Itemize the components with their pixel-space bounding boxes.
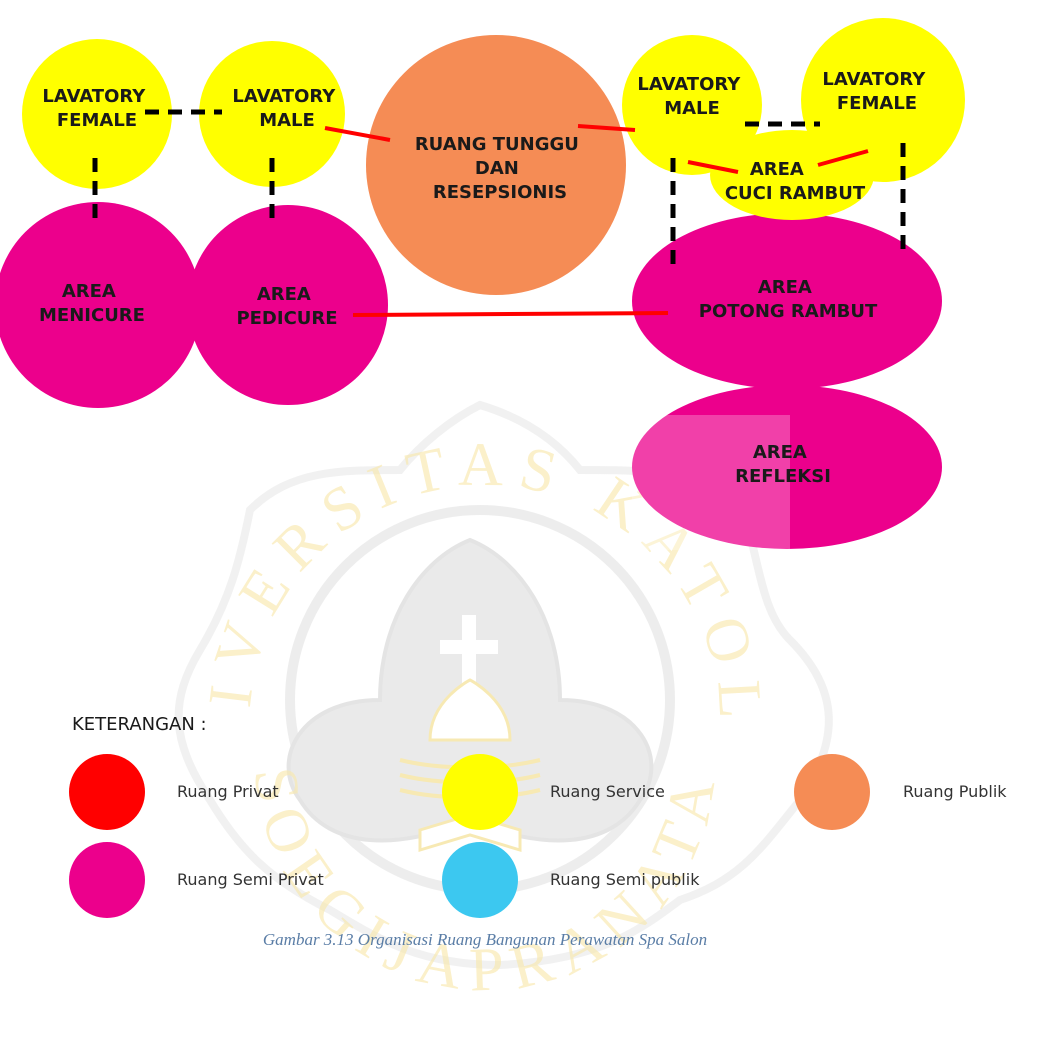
- lavatory-female-right-label: LAVATORY FEMALE: [822, 69, 931, 114]
- area-pedicure-bubble: [188, 205, 388, 405]
- area-menicure-bubble: [0, 202, 201, 408]
- area-refleksi-bubble: [632, 385, 942, 549]
- lavatory-male-right-bubble: [622, 35, 762, 175]
- legend-swatch-public: [794, 754, 870, 830]
- legend-swatch-semi-private: [69, 842, 145, 918]
- lavatory-male-right-label: LAVATORY MALE: [637, 74, 746, 119]
- legend-label-semi-private: Ruang Semi Privat: [177, 870, 324, 889]
- lavatory-female-left-bubble: [22, 39, 172, 189]
- relationship-lines: [92, 109, 906, 317]
- lavatory-female-right-bubble: [801, 18, 965, 182]
- menicure-label: AREA MENICURE: [39, 281, 145, 326]
- ruang-tunggu-label: RUANG TUNGGU DAN RESEPSIONIS: [415, 134, 585, 203]
- legend-swatch-service: [442, 754, 518, 830]
- solid-link-lavatory-male-right-cuci-rambut: [687, 160, 739, 174]
- potong-rambut-label: AREA POTONG RAMBUT: [699, 277, 878, 322]
- legend: KETERANGAN : Ruang Privat Ruang Service …: [69, 714, 1007, 918]
- legend-label-service: Ruang Service: [550, 782, 665, 801]
- solid-link-ruang-tunggu-lavatory-male-right: [577, 124, 636, 132]
- room-nodes: [0, 18, 965, 550]
- lavatory-male-left-label: LAVATORY MALE: [232, 86, 341, 131]
- lavatory-female-left-label: LAVATORY FEMALE: [42, 86, 151, 131]
- legend-title: KETERANGAN :: [72, 714, 207, 735]
- refleksi-overlay: [632, 415, 790, 550]
- legend-label-semi-public: Ruang Semi publik: [550, 870, 700, 889]
- solid-link-lavatory-female-right-cuci-rambut: [817, 149, 869, 167]
- legend-swatch-private: [69, 754, 145, 830]
- cuci-rambut-label: AREA CUCI RAMBUT: [725, 159, 866, 204]
- area-potong-rambut-bubble: [632, 213, 942, 389]
- legend-label-private: Ruang Privat: [177, 782, 279, 801]
- ruang-tunggu-bubble: [366, 35, 626, 295]
- figure-caption: Gambar 3.13 Organisasi Ruang Bangunan Pe…: [263, 930, 707, 949]
- room-labels: LAVATORY FEMALE LAVATORY MALE RUANG TUNG…: [39, 69, 931, 487]
- legend-label-public: Ruang Publik: [903, 782, 1007, 801]
- solid-link-lavatory-male-left-ruang-tunggu: [324, 126, 391, 142]
- lavatory-male-left-bubble: [199, 41, 345, 187]
- refleksi-label: AREA REFLEKSI: [735, 442, 831, 487]
- solid-link-pedicure-potong-rambut: [352, 311, 669, 317]
- legend-swatch-semi-public: [442, 842, 518, 918]
- pedicure-label: AREA PEDICURE: [236, 284, 337, 329]
